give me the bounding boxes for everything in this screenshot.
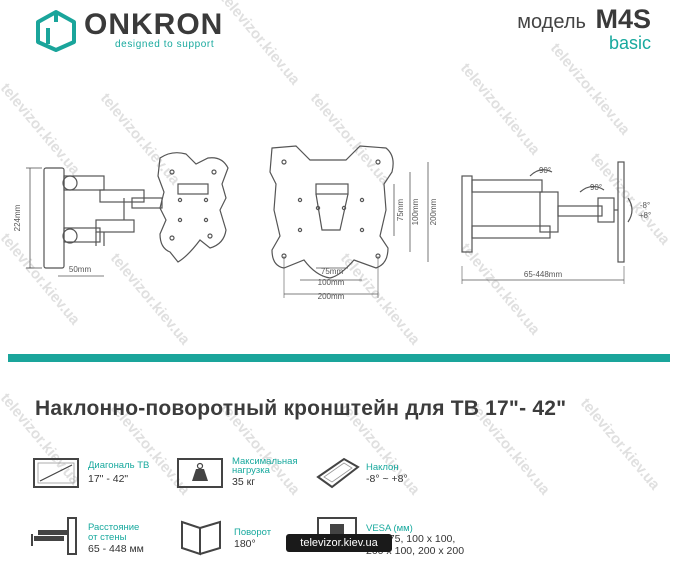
spec-tilt-value: -8° ~ +8° (366, 473, 408, 485)
spec-vesa-label: VESA (мм) (366, 523, 413, 534)
spec-diagonal-value: 17" - 42" (88, 473, 129, 485)
spec-tilt: Наклон -8° ~ +8° (314, 453, 464, 495)
model-block: модель M4S basic (517, 2, 651, 53)
watermark-text: televizor.kiev.ua (216, 0, 304, 89)
dim-tilt-plus: +8° (639, 211, 651, 220)
watermark-text: televizor.kiev.ua (576, 395, 664, 494)
spec-distance-label-1: Расстояние (88, 522, 140, 533)
tilt-icon (316, 457, 360, 489)
wall-distance-icon (31, 517, 77, 555)
dim-bottom-200: 200mm (318, 292, 345, 301)
dim-front-75: 75mm (396, 199, 405, 222)
dim-front-100: 100mm (411, 198, 420, 225)
model-code: M4S (595, 4, 651, 34)
spec-rotation: Поворот 180° (178, 516, 288, 562)
dim-bottom-100: 100mm (318, 278, 345, 287)
spec-rotation-label: Поворот (234, 527, 272, 538)
spec-distance-value: 65 - 448 мм (88, 543, 144, 555)
dim-tilt-minus: -8° (640, 201, 650, 210)
top-view-drawing (461, 161, 633, 284)
spec-distance: Расстояние от стены 65 - 448 мм (30, 516, 180, 562)
dim-bottom-75: 75mm (321, 267, 344, 276)
brand-name: ONKRON (84, 8, 224, 41)
model-variant: basic (608, 33, 651, 53)
technical-drawings: 224mm 50mm 75mm 100mm 200mm 75mm 100mm 2… (13, 145, 651, 301)
spec-load-value: 35 кг (232, 476, 256, 488)
onkron-logo-icon (36, 10, 76, 52)
spec-load-label-2: нагрузка (232, 465, 270, 476)
rotation-icon (181, 520, 221, 556)
dim-swivel-mid: 90° (590, 183, 602, 192)
spec-diagonal: Диагональ ТВ 17" - 42" (32, 455, 172, 495)
dim-extension: 65-448mm (524, 270, 563, 279)
spec-tilt-label: Наклон (366, 462, 399, 473)
brand-tagline: designed to support (115, 39, 215, 50)
spec-load: Максимальная нагрузка 35 кг (176, 455, 316, 495)
spec-distance-label-2: от стены (88, 532, 127, 543)
side-view-drawing (26, 152, 229, 277)
spec-load-label-1: Максимальная (232, 456, 298, 467)
accent-divider (8, 354, 670, 362)
dim-front-200: 200mm (429, 198, 438, 225)
dim-swivel-top: 90° (539, 166, 551, 175)
model-word: модель (517, 11, 586, 33)
tv-diagonal-icon (33, 458, 79, 488)
dim-side-depth: 50mm (69, 265, 92, 274)
watermark-ribbon: televizor.kiev.ua (286, 534, 392, 552)
spec-rotation-value: 180° (234, 538, 256, 550)
weight-load-icon (177, 458, 223, 488)
dim-side-height: 224mm (13, 204, 22, 231)
product-title: Наклонно-поворотный кронштейн для ТВ 17"… (35, 397, 567, 420)
front-view-drawing (269, 145, 429, 298)
spec-diagonal-label: Диагональ ТВ (88, 460, 150, 471)
